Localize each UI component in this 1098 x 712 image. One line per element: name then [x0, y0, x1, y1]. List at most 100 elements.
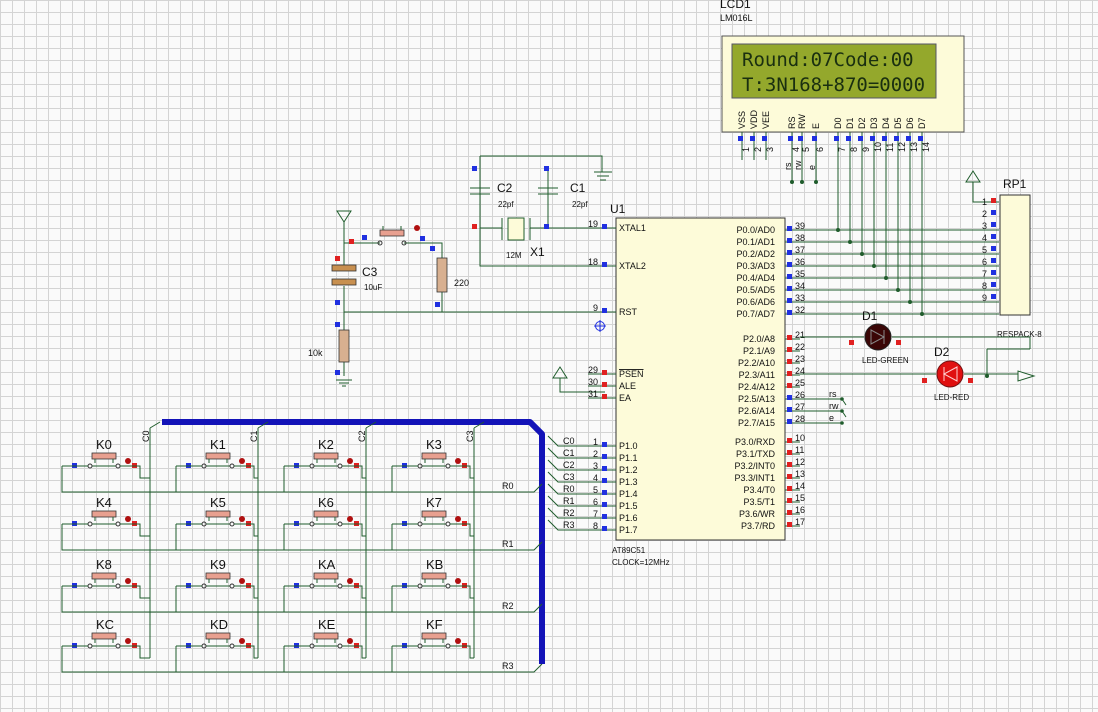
rp1-pin-marker	[991, 270, 996, 275]
led-green[interactable]: D1 LED-GREEN	[800, 309, 1031, 365]
key-switch[interactable]: K9	[176, 557, 258, 599]
rp1-ref: RP1	[1003, 177, 1027, 191]
p1-net-label: C2	[563, 460, 575, 470]
key-terminal	[229, 521, 235, 527]
key-switch[interactable]: KC	[62, 617, 150, 659]
key-lead	[392, 585, 474, 599]
key-switch[interactable]: K4	[62, 495, 150, 537]
key-switch[interactable]: K8	[62, 557, 150, 599]
c2-value: 22pf	[498, 200, 514, 209]
mcu-pin-marker	[787, 474, 792, 479]
key-switch[interactable]: KF	[392, 617, 474, 659]
key-plunger	[205, 452, 231, 460]
key-switch[interactable]: K6	[284, 495, 366, 537]
lcd-module[interactable]: LCD1 LM016L Round:07Code:00 T:3N168+870=…	[720, 0, 965, 184]
mcu-pin-marker	[602, 490, 607, 495]
keypad-row-label: R0	[502, 481, 514, 491]
rp1-pin-marker	[991, 234, 996, 239]
junction	[840, 421, 844, 425]
rp1-pin-marker	[991, 210, 996, 215]
mcu-pin-name: P3.1/TXD	[736, 449, 776, 459]
key-switch[interactable]: K5	[176, 495, 258, 537]
lcd-pin-number: 3	[765, 147, 775, 152]
lcd-ctrl-net-label: e	[807, 165, 817, 170]
reset-circuit[interactable]: 220 C3 10uF 10k	[308, 210, 606, 387]
mcu-pin-name: P0.6/AD6	[736, 297, 775, 307]
mcu-pin-marker	[602, 370, 607, 375]
mcu-pin-name: P1.5	[619, 501, 638, 511]
p1-net-wire	[547, 507, 588, 519]
key-plunger	[313, 452, 339, 460]
mcu-pin-name: P0.1/AD1	[736, 237, 775, 247]
mcu-pin-marker	[787, 438, 792, 443]
key-state-dot	[239, 516, 245, 522]
key-label: K2	[318, 437, 334, 452]
key-contact	[92, 639, 116, 647]
key-state-dot	[347, 516, 353, 522]
mcu-pin-name: P0.0/AD0	[736, 225, 775, 235]
lcd-pin-name: D5	[893, 117, 903, 129]
key-switch[interactable]: K3	[392, 437, 474, 479]
lcd-pin-marker	[798, 136, 803, 141]
p1-net-label: R2	[563, 508, 575, 518]
lcd-pin-name: D0	[833, 117, 843, 129]
lcd-pin-name: D7	[917, 117, 927, 129]
key-state-dot	[239, 578, 245, 584]
mcu-pin-name: P2.7/A15	[738, 418, 775, 428]
key-terminal	[337, 521, 343, 527]
key-terminal	[201, 583, 207, 589]
key-terminal	[417, 643, 423, 649]
lcd-pin-marker	[812, 136, 817, 141]
oscillator-circuit[interactable]: C2 22pf C1 22pf 12M X1	[470, 155, 612, 267]
bus-entry	[257, 421, 269, 429]
key-state-dot	[347, 638, 353, 644]
key-switch[interactable]: K0	[62, 437, 150, 479]
mcu-pin-marker	[602, 262, 607, 267]
mcu-pin-marker	[602, 308, 607, 313]
led-red[interactable]: D2 LED-RED	[800, 345, 1036, 402]
key-terminal	[417, 583, 423, 589]
mcu-pin-marker	[602, 382, 607, 387]
key-switch[interactable]: KE	[284, 617, 366, 659]
key-terminal	[115, 643, 121, 649]
key-switch[interactable]: K7	[392, 495, 474, 537]
lcd-pin-number: 12	[897, 142, 907, 152]
rp1-pin-number: 9	[982, 293, 987, 303]
mcu-pin-marker	[787, 310, 792, 315]
c1-ref: C1	[570, 181, 586, 195]
key-state-dot	[455, 516, 461, 522]
rp1-pin-marker	[991, 222, 996, 227]
mcu-pin-number: 27	[795, 402, 805, 412]
mcu-body	[615, 217, 786, 541]
keypad-row-label: R1	[502, 539, 514, 549]
key-switch[interactable]: KA	[284, 557, 366, 599]
key-terminal	[229, 583, 235, 589]
d1-ref: D1	[862, 309, 878, 323]
mcu-pin-name: P1.7	[619, 525, 638, 535]
key-switch[interactable]: KD	[176, 617, 258, 659]
key-switch[interactable]: KB	[392, 557, 474, 599]
p0-data-wire	[800, 155, 999, 255]
rp1-pin-number: 6	[982, 257, 987, 267]
mcu-pin-number: 22	[795, 342, 805, 352]
lcd-screen	[731, 43, 937, 99]
mcu-pin-number: 34	[795, 281, 805, 291]
mcu-pin-marker	[602, 478, 607, 483]
mcu-pin-marker	[787, 510, 792, 515]
key-switch[interactable]: K2	[284, 437, 366, 479]
lcd-ctrl-net-label: rs	[783, 162, 793, 170]
mcu-pin-marker	[602, 394, 607, 399]
mcu-pin-number: 14	[795, 481, 805, 491]
mcu-pin-name: XTAL1	[619, 223, 646, 233]
key-switch[interactable]: K1	[176, 437, 258, 479]
mcu-clock: CLOCK=12MHz	[612, 558, 670, 567]
mcu-pin-number: 12	[795, 457, 805, 467]
mcu-pin-name: RST	[619, 307, 638, 317]
lcd-pin-marker	[918, 136, 923, 141]
lcd-pin-number: 5	[801, 147, 811, 152]
key-state-dot	[239, 458, 245, 464]
